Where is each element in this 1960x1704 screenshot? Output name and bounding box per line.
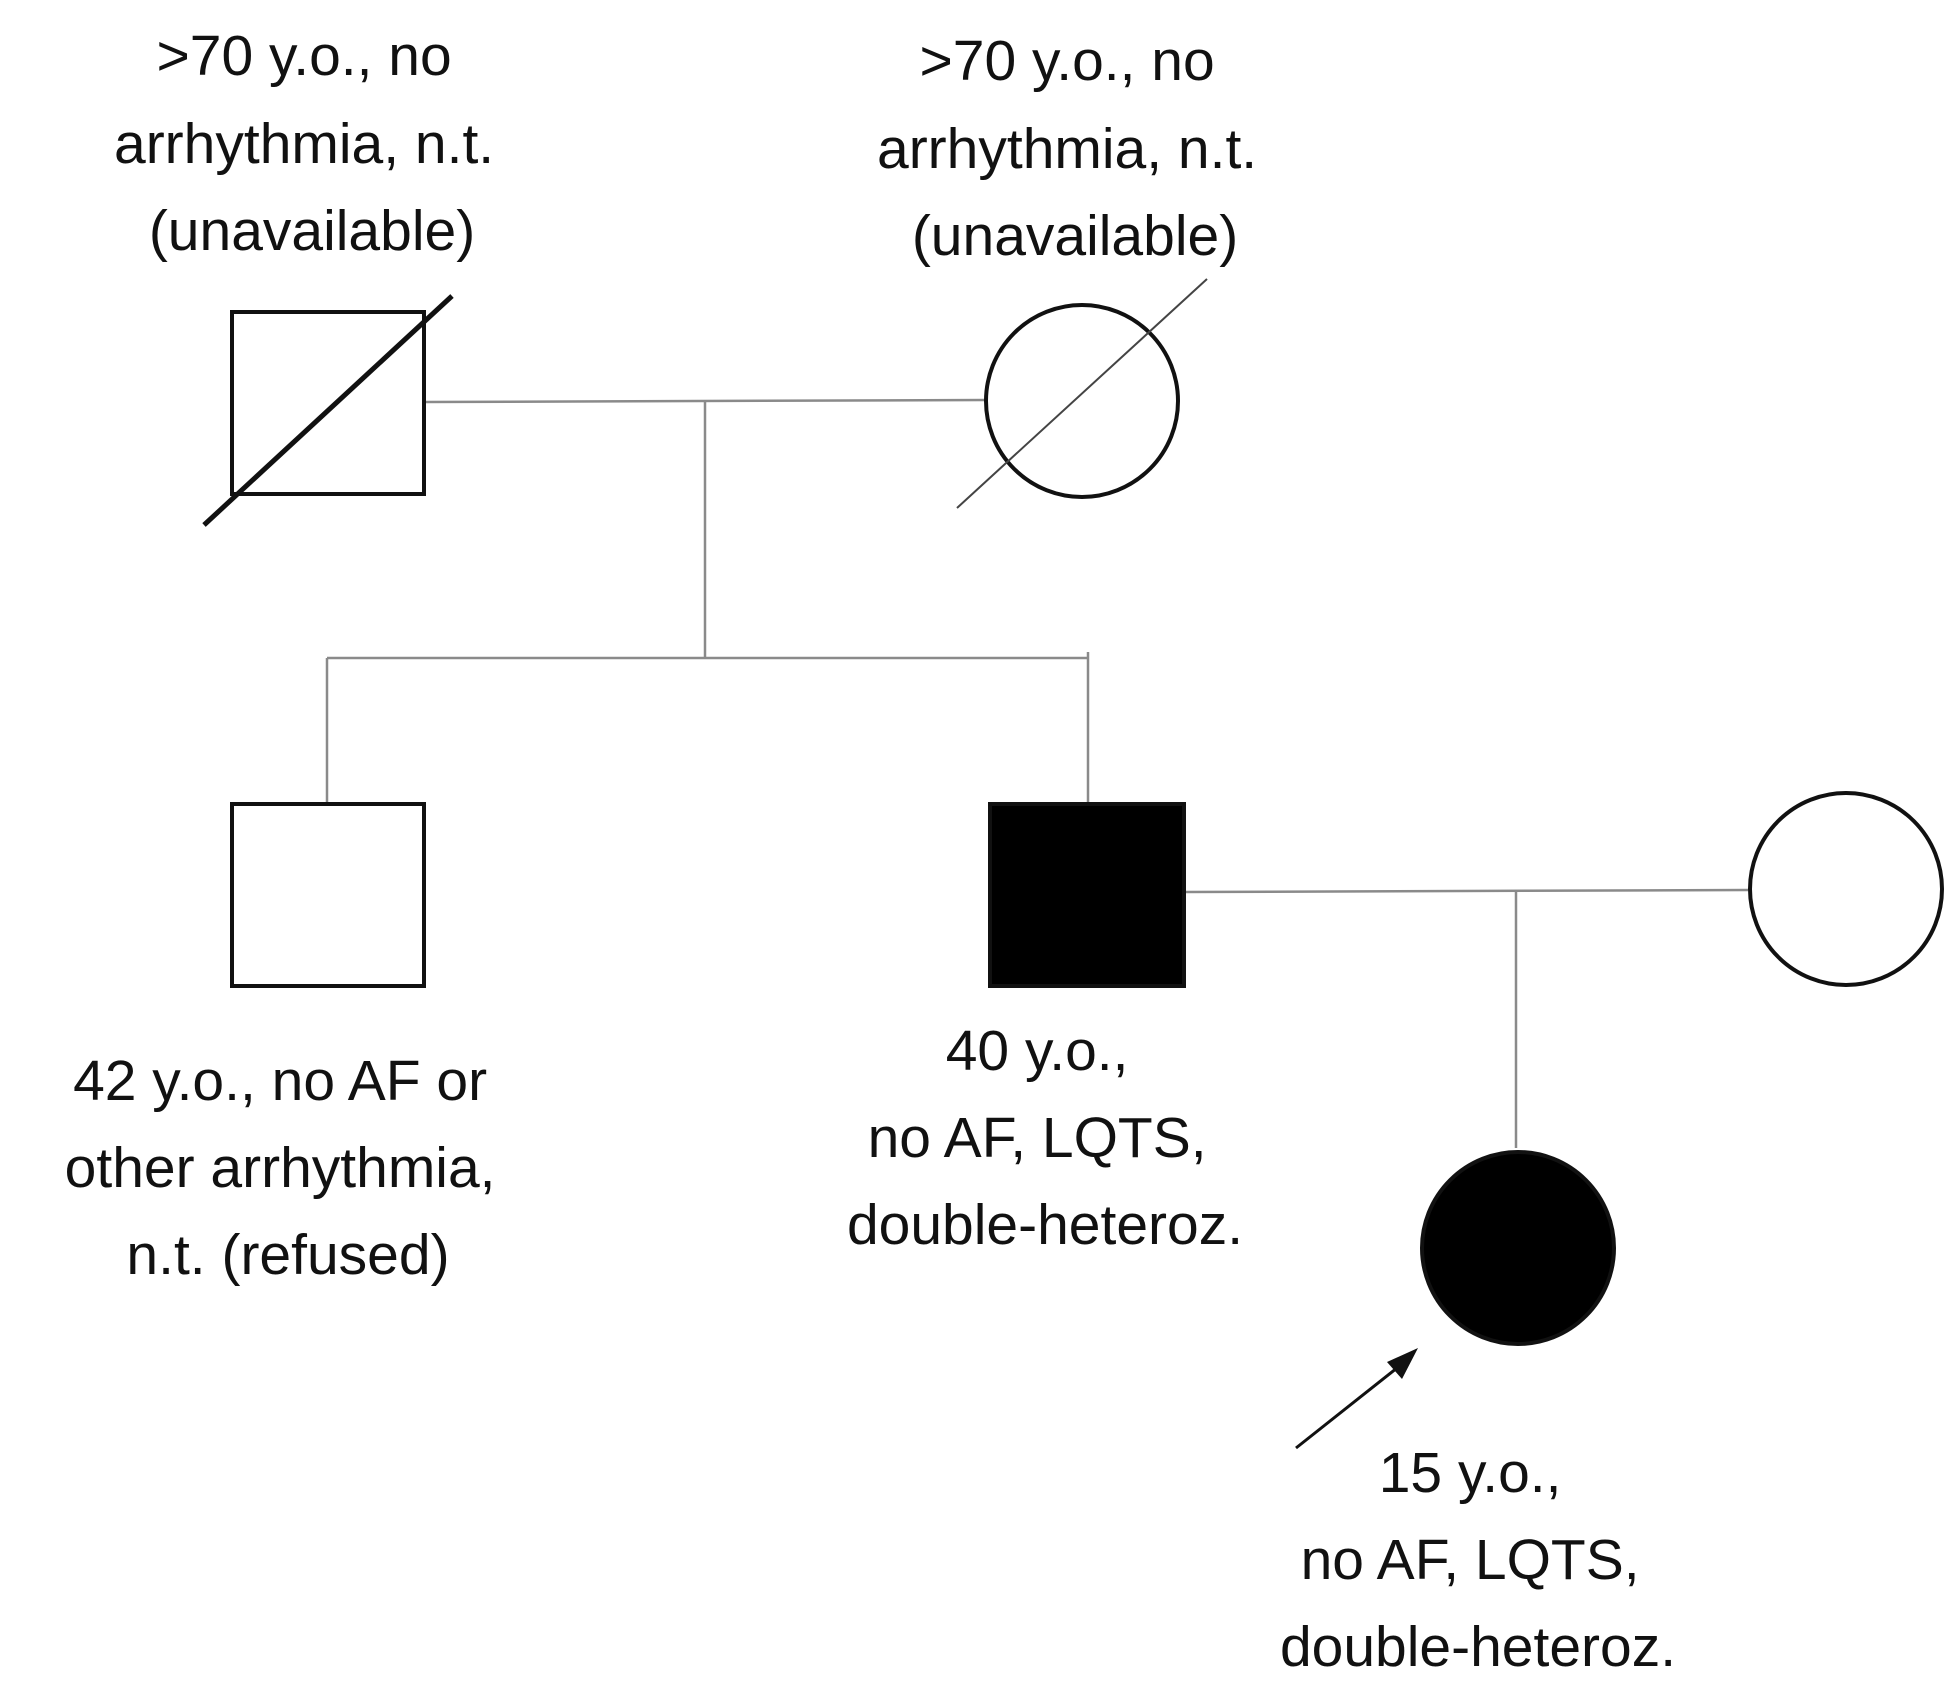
label-line: >70 y.o., no [919, 29, 1214, 93]
label-line: arrhythmia, n.t. [114, 112, 494, 176]
label-line: no AF, LQTS, [1301, 1528, 1640, 1592]
label-line: n.t. (refused) [126, 1223, 449, 1287]
male-symbol [230, 802, 426, 988]
uncle: 42 y.o., no AF or other arrhythmia, n.t.… [65, 802, 512, 1287]
deceased-slash [956, 278, 1208, 509]
label-line: >70 y.o., no [156, 24, 451, 88]
connector-lines [325, 398, 1749, 1148]
label-line: double-heteroz. [847, 1193, 1243, 1257]
deceased-slash [202, 294, 454, 527]
uncle-label: 42 y.o., no AF or other arrhythmia, n.t.… [65, 1049, 512, 1287]
female-symbol-affected [1420, 1150, 1616, 1346]
label-line: (unavailable) [912, 204, 1238, 268]
proband-arrow-shaft [1295, 1362, 1403, 1450]
label-line: other arrhythmia, [65, 1136, 496, 1200]
female-symbol [984, 303, 1180, 499]
label-line: 40 y.o., [946, 1019, 1129, 1083]
label-line: arrhythmia, n.t. [877, 117, 1257, 181]
label-line: (unavailable) [149, 199, 475, 263]
father: 40 y.o., no AF, LQTS, double-heteroz. [847, 802, 1243, 1257]
label-line: double-heteroz. [1280, 1615, 1676, 1679]
marriage-line-gen2 [1183, 888, 1749, 894]
grandmother-label: >70 y.o., no arrhythmia, n.t. (unavailab… [877, 29, 1273, 268]
proband: 15 y.o., no AF, LQTS, double-heteroz. [1280, 1150, 1676, 1679]
label-line: no AF, LQTS, [868, 1106, 1207, 1170]
male-symbol [230, 310, 426, 496]
female-symbol [1748, 791, 1944, 987]
male-symbol-affected [988, 802, 1186, 988]
grandfather-label: >70 y.o., no arrhythmia, n.t. (unavailab… [114, 24, 510, 263]
label-line: 15 y.o., [1379, 1441, 1562, 1505]
label-line: 42 y.o., no AF or [73, 1049, 487, 1113]
proband-arrow-icon [1387, 1348, 1418, 1379]
grandfather: >70 y.o., no arrhythmia, n.t. (unavailab… [114, 24, 510, 527]
mother [1748, 791, 1944, 987]
proband-label: 15 y.o., no AF, LQTS, double-heteroz. [1280, 1441, 1676, 1679]
grandmother: >70 y.o., no arrhythmia, n.t. (unavailab… [877, 29, 1273, 509]
father-label: 40 y.o., no AF, LQTS, double-heteroz. [847, 1019, 1243, 1257]
